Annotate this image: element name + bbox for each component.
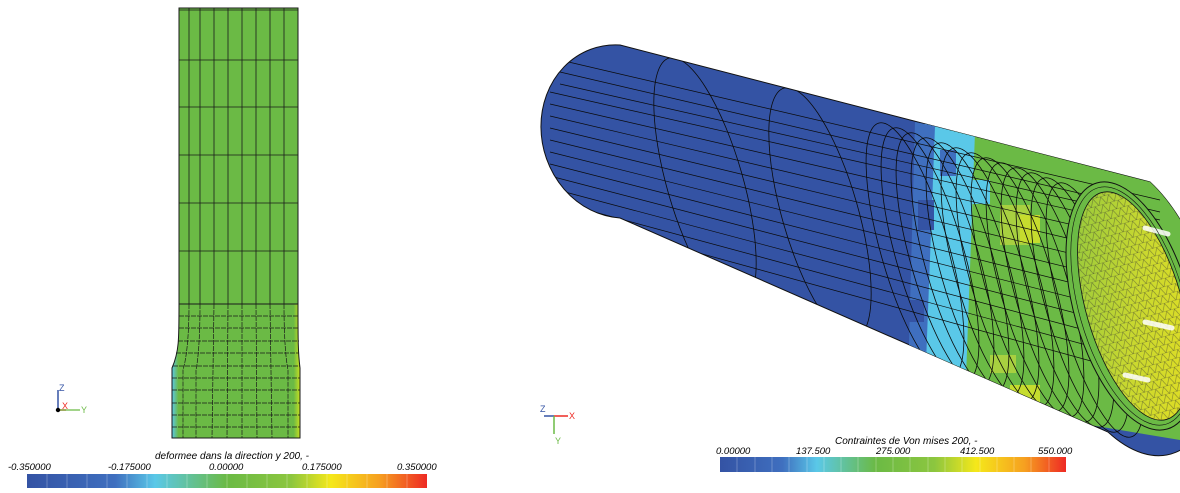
colorbar-tick-right-4: 412.500 xyxy=(960,446,995,457)
colorbar-right xyxy=(720,457,1066,472)
x-axis-label: X xyxy=(569,411,575,421)
colorbar-tick-right-5: 550.000 xyxy=(1038,446,1073,457)
colorbar-title-right: Contraintes de Von mises 200, - xyxy=(835,436,978,447)
left-viewport: Z X Y deformee dans la direction y 200, … xyxy=(0,0,560,488)
von-mises-cylinder-model xyxy=(540,44,1180,457)
right-viewport: Z X Y Contraintes de Von mises 200, - 0.… xyxy=(520,0,1180,488)
axis-triad-left: Z X Y xyxy=(55,383,87,415)
colorbar-tick-right-2: 137.500 xyxy=(796,446,831,457)
colorbar-tick-right-3: 275.000 xyxy=(876,446,911,457)
y-axis-label: Y xyxy=(555,436,561,446)
colorbar-tick-left-2: -0.175000 xyxy=(108,462,151,473)
colorbar-tick-right-1: 0.00000 xyxy=(716,446,751,457)
colorbar-tick-left-5: 0.350000 xyxy=(397,462,437,473)
colorbar-tick-left-3: 0.00000 xyxy=(209,462,244,473)
x-axis-label: X xyxy=(62,401,68,411)
axis-triad-right: Z X Y xyxy=(540,404,575,446)
z-axis-label: Z xyxy=(59,383,65,393)
y-axis-label: Y xyxy=(81,405,87,415)
colorbar-tick-left-4: 0.175000 xyxy=(302,462,342,473)
colorbar-tick-left-1: -0.350000 xyxy=(8,462,51,473)
colorbar-title-left: deformee dans la direction y 200, - xyxy=(155,451,309,462)
deformed-column-model xyxy=(171,7,301,439)
colorbar-left xyxy=(27,474,427,488)
z-axis-label: Z xyxy=(540,404,546,414)
